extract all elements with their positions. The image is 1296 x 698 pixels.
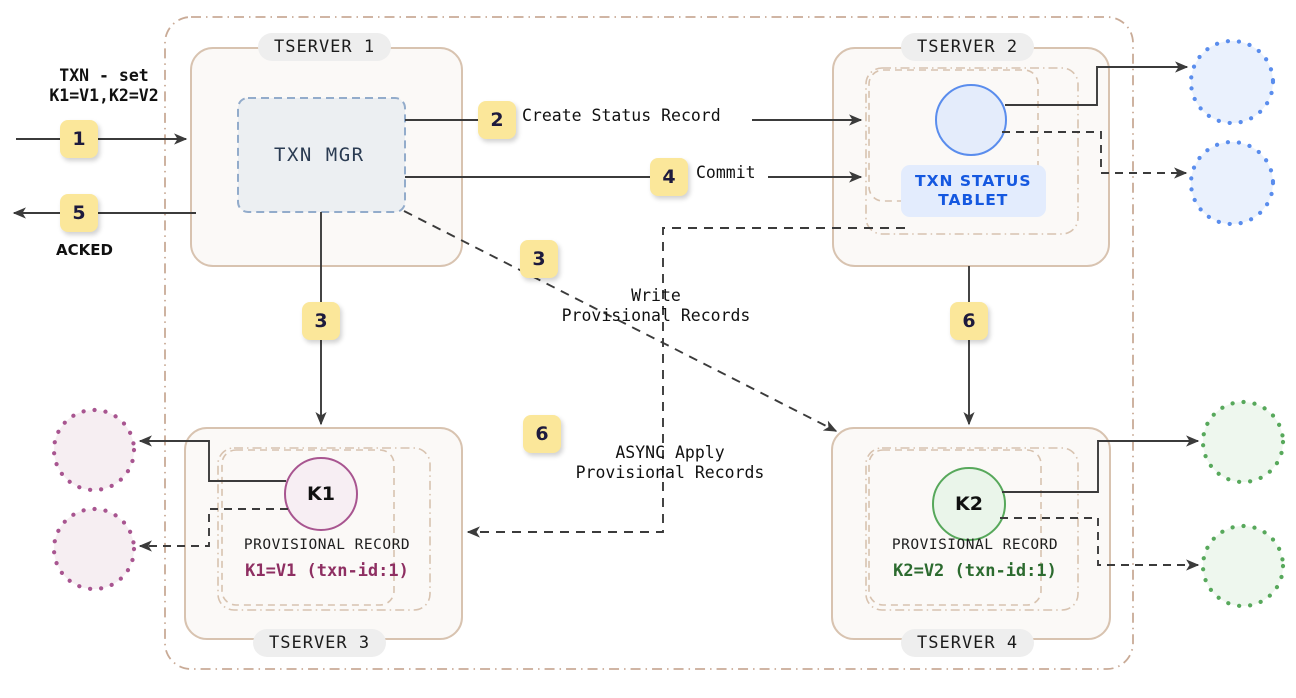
step-6-number: 6 bbox=[535, 423, 549, 445]
txn-status-leader-circle[interactable] bbox=[935, 84, 1007, 156]
acked-label: ACKED bbox=[56, 241, 113, 259]
edge-ts2-leader-to-replica1 bbox=[1005, 61, 1189, 106]
tserver-1-label: TSERVER 1 bbox=[258, 33, 392, 61]
tserver-3-tablet-region bbox=[217, 447, 431, 611]
tserver-3-label: TSERVER 3 bbox=[253, 629, 387, 657]
k2-label: K2 bbox=[955, 493, 983, 515]
txn-mgr-label: TXN MGR bbox=[274, 144, 365, 166]
txn-status-tablet-label: TXN STATUS TABLET bbox=[901, 165, 1046, 217]
k1-circle[interactable] bbox=[284, 457, 358, 531]
tserver-4-provisional-header: PROVISIONAL RECORD bbox=[891, 537, 1059, 553]
tablet-line2: TABLET bbox=[938, 191, 1009, 209]
step-5-number: 5 bbox=[72, 202, 86, 224]
request-label-line2: K1=V1,K2=V2 bbox=[49, 86, 159, 105]
pink-replica-2[interactable] bbox=[51, 506, 137, 592]
k2-circle[interactable] bbox=[932, 467, 1006, 541]
step-4-badge[interactable]: 4 bbox=[650, 158, 688, 196]
step-6-arrow-number: 6 bbox=[962, 310, 976, 332]
pink-replica-1[interactable] bbox=[51, 407, 137, 493]
tserver-3-provisional-value: K1=V1 (txn-id:1) bbox=[245, 561, 409, 581]
step-1-number: 1 bbox=[72, 128, 86, 150]
step-6-label-line2: Provisional Records bbox=[575, 463, 765, 482]
edge-ts2-leader-to-replica2 bbox=[1002, 131, 1188, 179]
tserver-4-provisional-value: K2=V2 (txn-id:1) bbox=[893, 561, 1057, 581]
tserver-3-provisional-header: PROVISIONAL RECORD bbox=[243, 537, 411, 553]
request-label: TXN - set K1=V1,K2=V2 bbox=[14, 66, 194, 106]
green-replica-2[interactable] bbox=[1200, 523, 1286, 609]
edge-step6-async-apply-to-tserver3 bbox=[466, 227, 905, 538]
step-2-badge[interactable]: 2 bbox=[478, 101, 516, 139]
cluster-boundary bbox=[164, 16, 1134, 670]
step-4-number: 4 bbox=[662, 166, 676, 188]
edge-step3-write-provisional-to-tserver4 bbox=[403, 210, 838, 432]
tserver-3-inner-dashed bbox=[221, 449, 395, 606]
step-1-badge[interactable]: 1 bbox=[60, 120, 98, 158]
edge-k2-to-replica1 bbox=[1002, 435, 1200, 493]
step-6-arrow-badge[interactable]: 6 bbox=[950, 302, 988, 340]
step-3-label: Write Provisional Records bbox=[516, 286, 796, 326]
step-3-number: 3 bbox=[532, 248, 546, 270]
step-4-label: Commit bbox=[696, 163, 756, 182]
tserver-4-tablet-region bbox=[865, 447, 1079, 611]
step-2-number: 2 bbox=[490, 109, 504, 131]
k1-label: K1 bbox=[307, 483, 335, 505]
step-3-label-line1: Write bbox=[631, 286, 681, 305]
step-5-badge[interactable]: 5 bbox=[60, 194, 98, 232]
tserver-2-label: TSERVER 2 bbox=[901, 33, 1035, 61]
tserver-4-label: TSERVER 4 bbox=[901, 629, 1035, 657]
edge-k2-to-replica2 bbox=[1000, 517, 1200, 571]
step-3-badge[interactable]: 3 bbox=[520, 240, 558, 278]
tserver-2-tablet-region bbox=[865, 67, 1079, 235]
blue-replica-2[interactable] bbox=[1188, 139, 1276, 227]
request-label-line1: TXN - set bbox=[59, 66, 149, 85]
blue-replica-1[interactable] bbox=[1188, 38, 1276, 126]
green-replica-1[interactable] bbox=[1200, 399, 1286, 485]
step-3-arrow-badge[interactable]: 3 bbox=[302, 302, 340, 340]
step-3-arrow-number: 3 bbox=[314, 310, 328, 332]
edge-k1-to-replica1 bbox=[138, 435, 286, 482]
step-6-badge[interactable]: 6 bbox=[523, 415, 561, 453]
step-2-label: Create Status Record bbox=[522, 106, 721, 125]
tserver-4-inner-dashed bbox=[868, 449, 1042, 606]
step-3-label-line2: Provisional Records bbox=[561, 306, 751, 325]
tablet-line1: TXN STATUS bbox=[915, 172, 1032, 190]
step-6-label: ASYNC Apply Provisional Records bbox=[530, 443, 810, 483]
step-6-label-line1: ASYNC Apply bbox=[615, 443, 725, 462]
